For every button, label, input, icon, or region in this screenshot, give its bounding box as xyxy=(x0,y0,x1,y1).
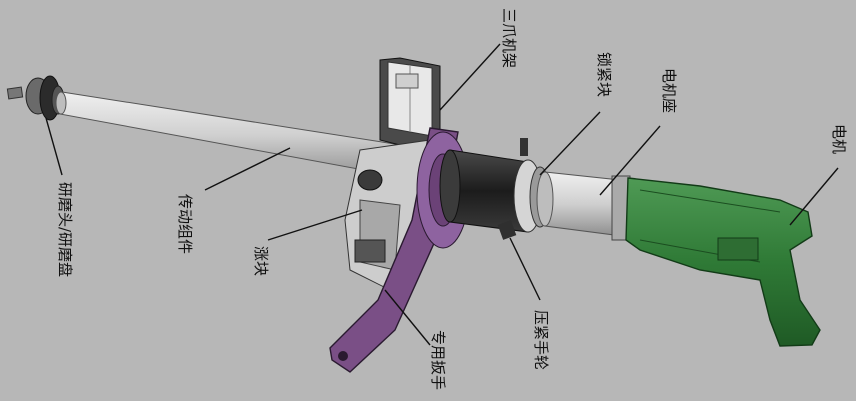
three-jaw-frame-part xyxy=(379,57,441,151)
sleeve-part xyxy=(439,149,529,233)
label-locking-block: 锁紧块 xyxy=(595,52,613,97)
transmission-rod xyxy=(55,91,421,181)
leader-locking-block xyxy=(539,111,601,176)
label-clamp-handwheel: 压紧手轮 xyxy=(532,310,550,370)
label-special-wrench: 专用扳手 xyxy=(429,330,447,390)
grinding-head-part xyxy=(6,75,65,121)
label-expansion-block: 涨块 xyxy=(252,246,270,276)
leader-lines xyxy=(45,43,839,346)
leader-three-jaw-frame xyxy=(439,43,501,111)
leader-motor-seat xyxy=(599,125,661,196)
label-motor: 电机 xyxy=(830,124,848,154)
leader-motor xyxy=(789,167,839,226)
label-transmission: 传动组件 xyxy=(176,194,194,254)
leader-grinding-head xyxy=(45,117,63,176)
label-three-jaw-frame: 三爪机架 xyxy=(500,8,518,68)
leader-transmission xyxy=(204,147,291,191)
motor-seat-part xyxy=(536,171,631,241)
motor-part xyxy=(625,177,821,347)
leader-expansion-block xyxy=(267,209,363,241)
label-grinding-head: 研磨头/研磨盘 xyxy=(56,182,74,277)
label-motor-seat: 电机座 xyxy=(660,68,678,113)
leader-special-wrench xyxy=(384,289,431,346)
leader-clamp-handwheel xyxy=(509,237,541,301)
